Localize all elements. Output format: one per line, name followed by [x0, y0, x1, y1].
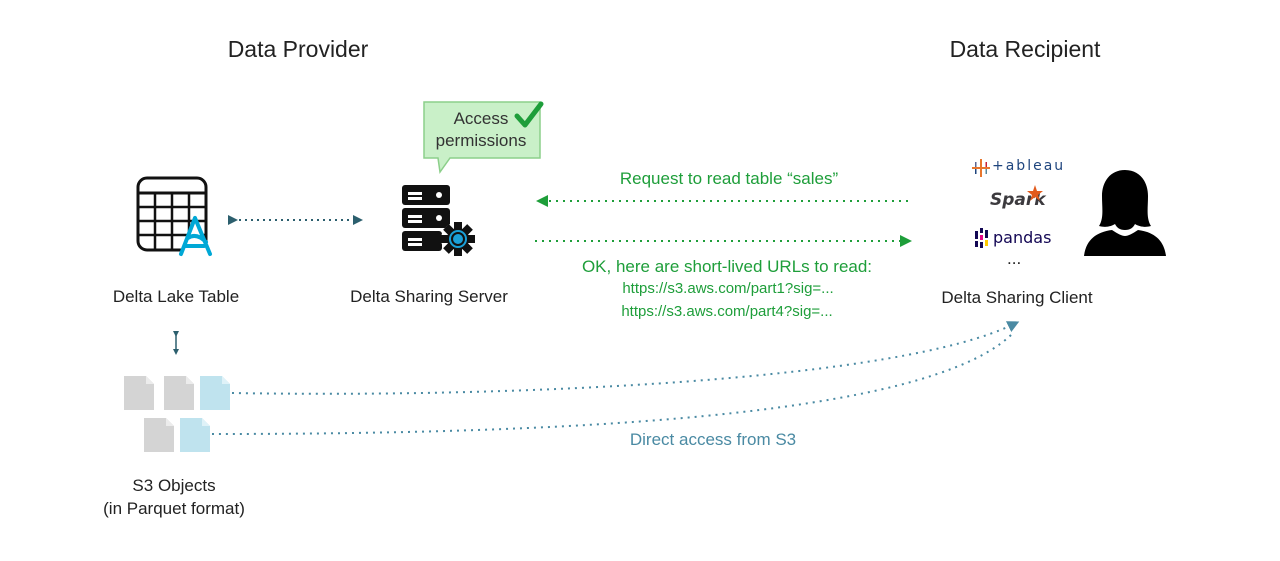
url-part4: https://s3.aws.com/part4?sig=... — [621, 303, 833, 320]
sharing-client-label: Delta Sharing Client — [941, 288, 1093, 307]
sharing-server-label: Delta Sharing Server — [350, 287, 508, 306]
delta-lake-table-icon — [136, 176, 212, 256]
direct-access-curve-lower — [211, 331, 1015, 435]
s3-objects-icon — [124, 376, 230, 452]
person-icon — [1084, 170, 1166, 256]
spark-logo: Spark — [988, 184, 1048, 214]
access-permissions-label: Access permissions — [426, 108, 536, 152]
delta-lake-table-label: Delta Lake Table — [112, 287, 240, 306]
file-icon — [200, 376, 230, 410]
tableau-icon — [972, 159, 990, 177]
file-icon — [180, 418, 210, 452]
tableau-logo: +ableau — [970, 157, 1070, 179]
data-recipient-heading: Data Recipient — [949, 36, 1101, 62]
callout-line-1: Access — [453, 109, 509, 128]
check-icon — [514, 101, 544, 128]
s3-objects-label: S3 Objects — [132, 476, 216, 495]
access-permissions-callout — [423, 101, 541, 174]
more-tools-ellipsis: ... — [1007, 249, 1022, 268]
sharing-server-icon — [402, 185, 475, 256]
request-message: Request to read table “sales” — [619, 169, 839, 188]
spark-star-icon — [1027, 185, 1043, 201]
direct-access-curve-upper — [231, 321, 1020, 395]
spark-logo-text: Spark — [990, 190, 1046, 210]
file-icon — [164, 376, 194, 410]
file-icon — [144, 418, 174, 452]
data-provider-heading: Data Provider — [227, 36, 369, 62]
pandas-logo-text: pandas — [993, 228, 1052, 247]
callout-line-2: permissions — [435, 131, 527, 150]
pandas-icon — [975, 228, 988, 248]
response-message: OK, here are short-lived URLs to read: — [581, 257, 873, 276]
direct-access-label: Direct access from S3 — [629, 430, 797, 449]
url-part1: https://s3.aws.com/part1?sig=... — [622, 280, 834, 297]
s3-objects-format-label: (in Parquet format) — [103, 499, 245, 518]
tableau-logo-text: +ableau — [992, 158, 1066, 174]
file-icon — [124, 376, 154, 410]
pandas-logo: pandas — [974, 226, 1054, 250]
